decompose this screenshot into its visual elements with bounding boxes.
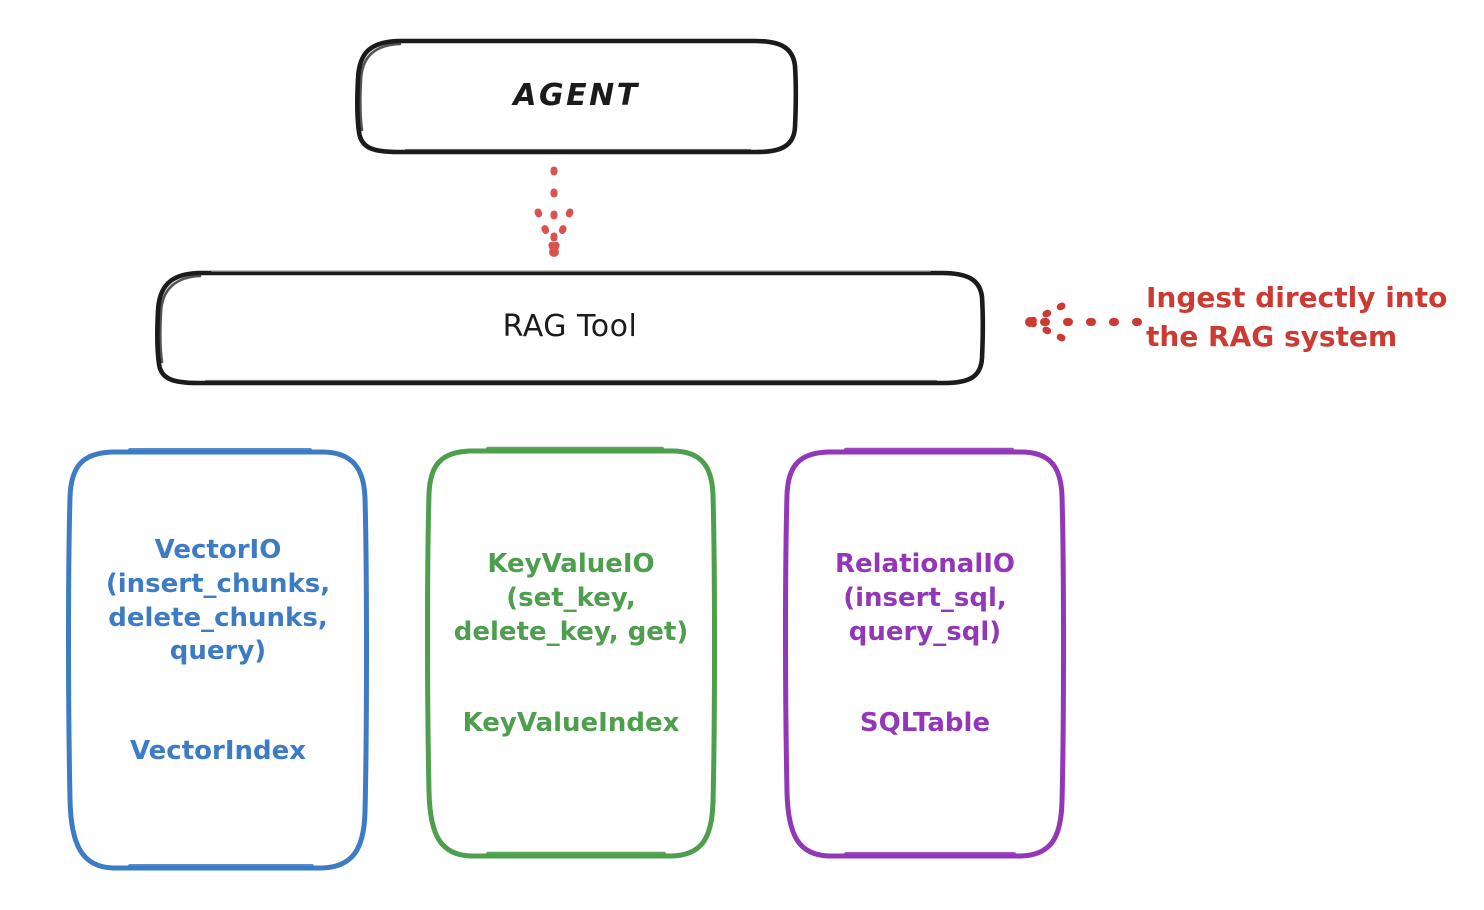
agent-box-shape[interactable] [355,38,799,155]
vector-io-box-shape[interactable] [66,448,369,871]
agent-box-label: AGENT [513,77,640,113]
ingest-annotation-text: Ingest directly into the RAG system [1146,281,1448,354]
rag-tool-box-label: RAG Tool [502,309,638,345]
key-value-io-box-shape[interactable] [425,446,717,859]
sql-table-label: SQLTable [859,708,991,738]
key-value-io-label: KeyValueIO (set_key, delete_key, get) [453,549,689,647]
relational-io-label: RelationalIO (insert_sql, query_sql) [834,549,1016,647]
relational-io-box-shape[interactable] [783,447,1066,859]
vector-io-label: VectorIO (insert_chunks, delete_chunks, … [105,535,331,667]
rag-tool-box-shape[interactable] [155,270,986,386]
agent-to-rag-arrow [534,166,574,257]
vector-index-label: VectorIndex [129,736,307,766]
ingest-arrow [1025,302,1142,342]
key-value-index-label: KeyValueIndex [462,708,680,738]
